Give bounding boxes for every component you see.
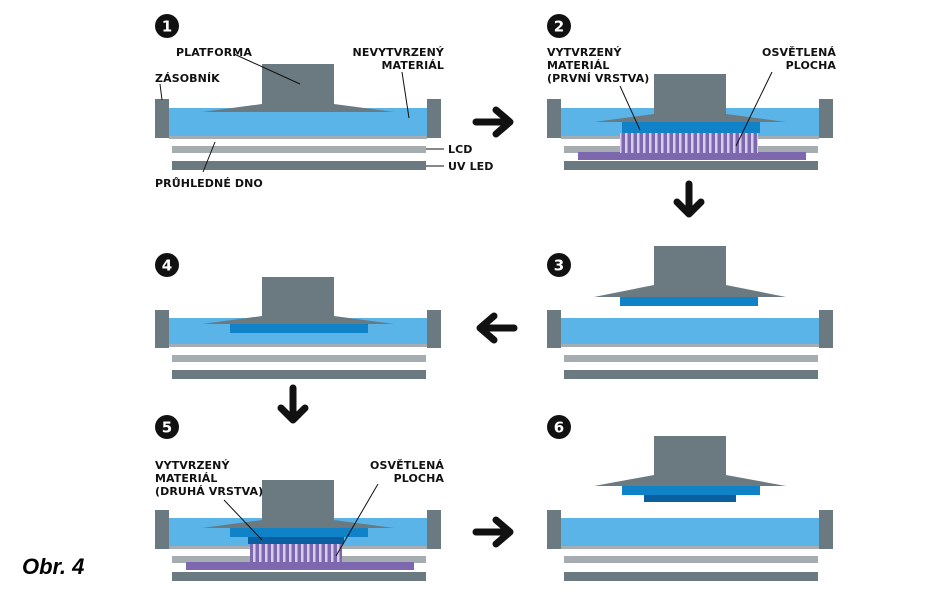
lcd-panel <box>564 556 818 563</box>
label-transparent-bottom: PRŮHLEDNÉ DNO <box>155 177 263 190</box>
step-5-panel: 5 VYTVRZENÝ MATERIÁL (DRUHÁ VRSTVA) OSVĚ… <box>155 415 444 581</box>
resin-liquid <box>560 318 820 344</box>
vat-right-wall <box>819 310 833 348</box>
step-1-panel: 1 PLATFORMA ZÁSOBNÍK NEVYTVRZENÝ MATERIÁ… <box>155 14 494 190</box>
step-5-number: 5 <box>162 419 172 437</box>
arrow-down-icon <box>673 180 705 218</box>
vat-right-wall <box>819 510 833 549</box>
cured-layer-1 <box>230 324 368 333</box>
build-platform <box>202 64 394 112</box>
build-platform <box>202 480 394 528</box>
vat-right-wall <box>819 99 833 138</box>
resin-liquid <box>168 108 428 136</box>
vat-left-wall <box>547 310 561 348</box>
cured-layer-2 <box>644 495 736 502</box>
step-3-panel: 3 <box>547 246 833 379</box>
step-2-badge <box>547 14 571 38</box>
step-4-badge <box>155 253 179 277</box>
step-1-leader-lines <box>159 53 444 173</box>
step-6-panel: 6 <box>547 415 833 581</box>
arrow-down-icon <box>277 384 309 424</box>
uv-led-panel <box>172 572 426 581</box>
step-3-number: 3 <box>554 257 564 275</box>
vat-left-wall <box>155 99 169 138</box>
uv-led-panel <box>564 572 818 581</box>
label-lit-area-line2: PLOCHA <box>786 59 837 72</box>
vat-right-wall <box>427 310 441 348</box>
step-2-leader-lines <box>619 71 773 147</box>
label-cured-line2: MATERIÁL <box>155 472 218 485</box>
cured-layer-1 <box>620 297 758 306</box>
build-platform <box>594 436 786 486</box>
vat-left-wall <box>547 510 561 549</box>
step-4-number: 4 <box>162 257 172 275</box>
cured-layer-1 <box>622 486 760 495</box>
figure-label: Obr. 4 <box>22 554 84 579</box>
vat-right-wall <box>427 99 441 138</box>
lcd-panel <box>564 355 818 362</box>
uv-led-panel <box>564 370 818 379</box>
vat-right-wall <box>427 510 441 549</box>
label-cured-line2: MATERIÁL <box>547 59 610 72</box>
step-4-panel: 4 <box>155 253 441 379</box>
label-vat: ZÁSOBNÍK <box>155 72 220 85</box>
exposure-beams <box>620 133 758 153</box>
build-platform <box>202 277 394 324</box>
arrow-right-icon <box>472 516 514 548</box>
arrow-right-icon <box>472 106 514 138</box>
step-1-badge <box>155 14 179 38</box>
build-platform <box>594 246 786 297</box>
uv-led-panel <box>564 161 818 170</box>
cured-layer-1 <box>230 528 368 537</box>
vat-bottom <box>169 136 427 139</box>
vat-left-wall <box>547 99 561 138</box>
uv-led-panel <box>172 161 426 170</box>
label-cured-line3: (DRUHÁ VRSTVA) <box>155 485 263 498</box>
label-cured-line1: VYTVRZENÝ <box>547 46 622 59</box>
exposure-beams <box>250 544 342 562</box>
step-2-panel: 2 VYTVRZENÝ MATERIÁL (PRVNÍ VRSTVA) OSVĚ… <box>547 14 836 170</box>
cured-layer-2 <box>248 537 344 544</box>
step-5-leader-lines <box>223 483 379 557</box>
label-lcd: LCD <box>448 143 473 156</box>
label-platform: PLATFORMA <box>176 46 252 59</box>
vat-left-wall <box>155 510 169 549</box>
lcd-panel <box>172 355 426 362</box>
step-5-badge <box>155 415 179 439</box>
label-lit-area-line2: PLOCHA <box>394 472 445 485</box>
vat-bottom <box>561 344 819 347</box>
label-uncured-line2: MATERIÁL <box>381 59 444 72</box>
label-lit-area-line1: OSVĚTLENÁ <box>370 459 444 472</box>
step-1-number: 1 <box>162 18 172 36</box>
label-lit-area-line1: OSVĚTLENÁ <box>762 46 836 59</box>
step-6-badge <box>547 415 571 439</box>
step-6-number: 6 <box>554 419 564 437</box>
uv-exposure-band <box>578 152 806 160</box>
resin-liquid <box>560 518 820 546</box>
lcd-panel <box>172 146 426 153</box>
label-uncured-line1: NEVYTVRZENÝ <box>353 46 445 59</box>
arrow-left-icon <box>476 312 518 344</box>
flow-arrows <box>277 106 705 548</box>
label-uv-led: UV LED <box>448 160 494 173</box>
uv-exposure-band <box>186 562 414 570</box>
step-3-badge <box>547 253 571 277</box>
step-2-number: 2 <box>554 18 564 36</box>
label-cured-line3: (PRVNÍ VRSTVA) <box>547 72 649 85</box>
cured-layer-1 <box>622 122 760 133</box>
uv-led-panel <box>172 370 426 379</box>
label-cured-line1: VYTVRZENÝ <box>155 459 230 472</box>
vat-bottom <box>169 344 427 347</box>
vat-bottom <box>561 546 819 549</box>
build-platform <box>594 74 786 122</box>
vat-left-wall <box>155 310 169 348</box>
